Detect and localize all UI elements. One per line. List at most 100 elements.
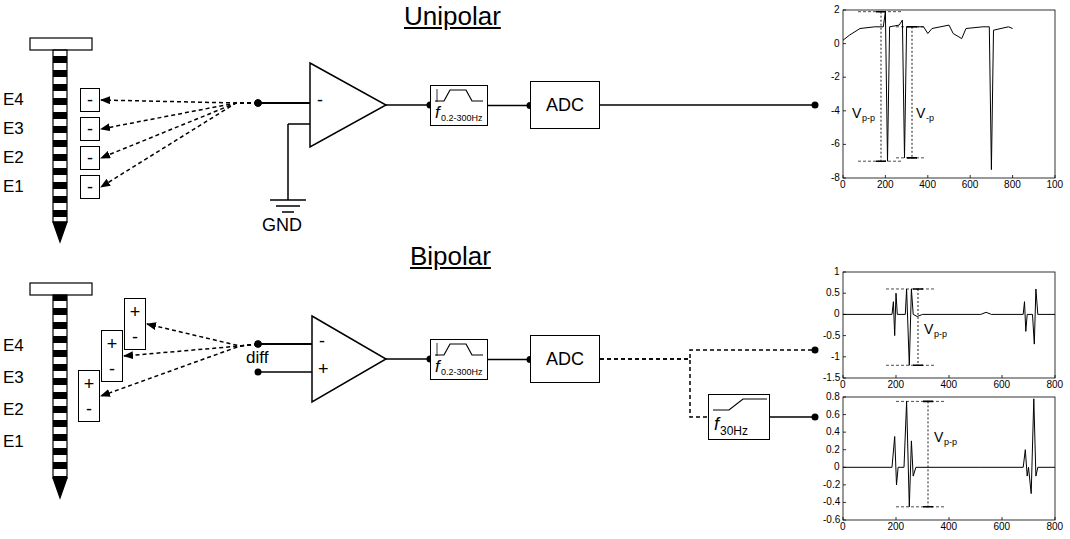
terminal-dot: [255, 341, 262, 348]
section-title: Bipolar: [410, 243, 491, 269]
electrode-name: E4: [3, 337, 24, 354]
electrode-pair-box: +-: [78, 370, 100, 422]
connector: [488, 102, 534, 109]
filter-icon: [431, 86, 491, 104]
connector-line: [258, 343, 312, 345]
filter-response: [713, 399, 767, 410]
wire: [258, 371, 312, 373]
measure-label: V: [934, 430, 943, 444]
connector: [600, 359, 708, 417]
axis-tick-label: 800: [1047, 522, 1064, 532]
connector: [101, 100, 310, 159]
measure-line: [912, 27, 913, 158]
electrode-name: E2: [3, 149, 24, 166]
connector-line: [600, 359, 708, 417]
diff-amplifier: -+: [312, 316, 386, 402]
connector-line: [101, 103, 258, 129]
plots: [843, 10, 1055, 520]
plot-frame: [843, 10, 1055, 178]
bandpass-filter: f0.2-300Hz: [430, 339, 488, 380]
measure-label: p-p: [862, 114, 875, 123]
connector: [124, 341, 312, 357]
measure-label: V: [852, 106, 861, 120]
filter-label: f: [435, 104, 440, 121]
amplifier-triangle: [312, 316, 386, 402]
axis-tick-label: -0.6: [823, 515, 840, 525]
box-label: -: [87, 120, 93, 138]
terminal-dot: [255, 100, 262, 107]
axis-tick-label: 600: [962, 180, 979, 190]
amplifier-outline: [312, 316, 386, 402]
probe-shaft: [53, 295, 67, 478]
measure-label: -p: [926, 114, 934, 123]
measure-line: [881, 12, 882, 162]
box-label: ADC: [546, 96, 584, 114]
filter-label: 0.2-300Hz: [441, 368, 483, 377]
box-label: ADC: [546, 350, 584, 368]
axis-tick-label: 0: [834, 462, 840, 472]
axis-tick-label: -0.5: [823, 331, 840, 341]
connector-line: [386, 358, 430, 360]
axis-tick-label: 0: [840, 380, 846, 390]
waveform: [843, 289, 1055, 365]
connector: [386, 102, 434, 109]
terminal-dot: [812, 102, 819, 109]
axis-tick-label: -6: [831, 139, 840, 149]
measure-bar: [907, 27, 917, 158]
tick-marks: [843, 10, 1055, 178]
electrode-box: -: [80, 88, 100, 112]
axis-tick-label: -0.2: [823, 480, 840, 490]
tick-marks: [843, 397, 1055, 520]
level-guide: [896, 401, 946, 506]
input-sign: -: [319, 332, 325, 350]
axis-tick-label: 0: [834, 39, 840, 49]
filter-response: [435, 344, 483, 355]
electrode-name: E2: [3, 401, 24, 418]
box-label: -: [87, 149, 93, 167]
level-guide: [858, 12, 902, 162]
input-label: diff: [246, 349, 268, 366]
filter-label: f: [714, 415, 719, 433]
electrode-box: -: [80, 175, 100, 199]
filter-icon: [431, 340, 491, 358]
terminal-dot: [255, 100, 262, 107]
axis-tick-label: 0.2: [826, 445, 840, 455]
connector-line: [258, 343, 312, 345]
axis-tick-label: 200: [888, 380, 905, 390]
box-label: -: [132, 328, 138, 346]
plot-frame: [843, 272, 1055, 378]
filter-label: 0.2-300Hz: [441, 114, 483, 123]
box-label: -: [86, 400, 92, 418]
electrode-name: E3: [3, 369, 24, 386]
connector-line: [101, 103, 258, 187]
axis-tick-label: -4: [831, 106, 840, 116]
signal-plot: [843, 272, 1055, 378]
probe-cap: [30, 38, 92, 50]
level-guide: [886, 289, 936, 365]
axis-tick-label: -1: [831, 352, 840, 362]
connector: [600, 347, 819, 360]
connector-line: [258, 102, 310, 104]
connector: [101, 100, 310, 130]
electrode-box: -: [80, 117, 100, 141]
axis-tick-label: 200: [888, 522, 905, 532]
filter-label: f: [435, 358, 440, 375]
measure-label: p-p: [944, 438, 957, 447]
axis-tick-label: 0.6: [826, 410, 840, 420]
axis-tick-label: 0.5: [826, 288, 840, 298]
probe-cap: [30, 283, 92, 295]
measure-line: [918, 289, 919, 365]
waveform: [843, 399, 1055, 507]
signal-plot: [843, 397, 1055, 520]
input-sign: -: [317, 91, 323, 109]
ground-label: GND: [262, 216, 302, 234]
electrode-name: E4: [3, 91, 24, 108]
axis-tick-label: 0: [840, 180, 846, 190]
axis-tick-label: 0.4: [826, 427, 840, 437]
measure-label: V: [916, 106, 925, 120]
plot-panel: Vp-p: [815, 392, 1068, 539]
connector-line: [258, 343, 312, 345]
axis-tick-label: 400: [941, 380, 958, 390]
measure-line: [928, 401, 929, 506]
